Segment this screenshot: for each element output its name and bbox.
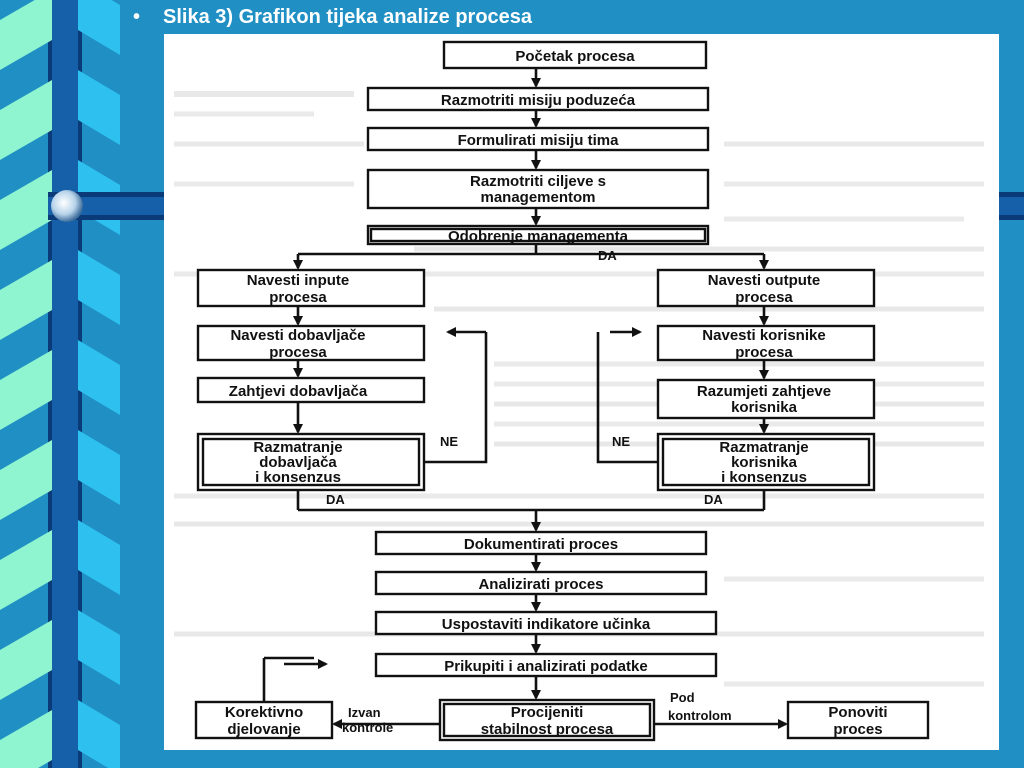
- box-pocetak-procesa: Početak procesa: [442, 40, 708, 70]
- box-zahtjevi-dobavljaca: Zahtjevi dobavljača: [196, 376, 426, 404]
- left-ribbon-decoration: [0, 0, 120, 768]
- svg-text:procesa: procesa: [735, 289, 793, 306]
- svg-text:korisnika: korisnika: [731, 454, 798, 471]
- svg-text:Ponoviti: Ponoviti: [828, 704, 887, 721]
- box-korektivno-djelovanje: Korektivno djelovanje: [194, 700, 334, 740]
- svg-text:Zahtjevi dobavljača: Zahtjevi dobavljača: [229, 383, 368, 400]
- svg-text:Prikupiti i analizirati podatk: Prikupiti i analizirati podatke: [444, 658, 647, 675]
- svg-text:Razmotriti ciljeve s: Razmotriti ciljeve s: [470, 173, 606, 190]
- box-ponoviti-proces: Ponoviti proces: [786, 700, 930, 740]
- svg-text:Razmatranje: Razmatranje: [253, 439, 342, 456]
- slide-title: • Slika 3) Grafikon tijeka analize proces…: [133, 6, 532, 29]
- svg-text:dobavljača: dobavljača: [259, 454, 337, 471]
- box-odobrenje-managementa: Odobrenje managementa: [366, 224, 710, 246]
- box-navesti-dobavljace: Navesti dobavljače procesa: [196, 324, 426, 362]
- box-misija-poduzeca: Razmotriti misiju poduzeća: [366, 86, 710, 112]
- svg-text:Navesti dobavljače: Navesti dobavljače: [230, 327, 365, 344]
- svg-text:managementom: managementom: [480, 189, 595, 206]
- svg-text:korisnika: korisnika: [731, 399, 798, 416]
- label-izvan-kontrole-1: Izvan: [348, 705, 381, 720]
- box-stabilnost-procesa: Procijeniti stabilnost procesa: [438, 698, 656, 742]
- box-navesti-korisnike: Navesti korisnike procesa: [656, 324, 876, 362]
- box-misija-tima: Formulirati misiju tima: [366, 126, 710, 152]
- box-zahtjeve-korisnika: Razumjeti zahtjeve korisnika: [656, 378, 876, 420]
- slide-title-text: Slika 3) Grafikon tijeka analize procesa: [163, 6, 533, 28]
- box-ciljevi-managementom: Razmotriti ciljeve s managementom: [366, 168, 710, 210]
- svg-text:i konsenzus: i konsenzus: [721, 469, 807, 486]
- svg-text:procesa: procesa: [735, 344, 793, 361]
- box-razmatranje-korisnika: Razmatranje korisnika i konsenzus: [656, 432, 876, 492]
- box-prikupiti-podatke: Prikupiti i analizirati podatke: [374, 652, 718, 678]
- svg-text:Razmatranje: Razmatranje: [719, 439, 808, 456]
- box-dokumentirati-proces: Dokumentirati proces: [374, 530, 708, 556]
- svg-text:Analizirati proces: Analizirati proces: [478, 576, 603, 593]
- label-izvan-kontrole-2: kontrole: [342, 720, 393, 735]
- label-ne-left: NE: [440, 434, 458, 449]
- svg-text:Razmotriti misiju poduzeća: Razmotriti misiju poduzeća: [441, 92, 636, 109]
- svg-text:Razumjeti zahtjeve: Razumjeti zahtjeve: [697, 383, 831, 400]
- svg-text:i konsenzus: i konsenzus: [255, 469, 341, 486]
- svg-text:Navesti inpute: Navesti inpute: [247, 272, 350, 289]
- svg-text:Navesti outpute: Navesti outpute: [708, 272, 821, 289]
- svg-text:djelovanje: djelovanje: [227, 721, 300, 738]
- label-pod-kontrolom-2: kontrolom: [668, 708, 732, 723]
- label-da-right: DA: [704, 492, 723, 507]
- label-pod-kontrolom-1: Pod: [670, 690, 695, 705]
- label-da-top: DA: [598, 248, 617, 263]
- bullet-icon: •: [133, 6, 141, 28]
- svg-text:Početak procesa: Početak procesa: [515, 48, 635, 65]
- flowchart-panel: Početak procesa Razmotriti misiju poduze…: [164, 34, 999, 750]
- flow-connectors: [262, 68, 788, 729]
- svg-text:Formulirati misiju tima: Formulirati misiju tima: [458, 132, 620, 149]
- flowchart-svg: Početak procesa Razmotriti misiju poduze…: [164, 34, 999, 750]
- svg-text:proces: proces: [833, 721, 882, 738]
- box-navesti-outpute: Navesti outpute procesa: [656, 268, 876, 308]
- label-da-left: DA: [326, 492, 345, 507]
- svg-text:procesa: procesa: [269, 344, 327, 361]
- svg-text:stabilnost procesa: stabilnost procesa: [481, 721, 614, 738]
- box-navesti-inpute: Navesti inpute procesa: [196, 268, 426, 308]
- svg-text:Korektivno: Korektivno: [225, 704, 303, 721]
- label-ne-right: NE: [612, 434, 630, 449]
- svg-text:Uspostaviti indikatore učinka: Uspostaviti indikatore učinka: [442, 616, 651, 633]
- box-indikatori-ucinka: Uspostaviti indikatore učinka: [374, 610, 718, 636]
- svg-text:Odobrenje managementa: Odobrenje managementa: [448, 228, 629, 245]
- box-analizirati-proces: Analizirati proces: [374, 570, 708, 596]
- svg-text:Procijeniti: Procijeniti: [511, 704, 584, 721]
- glossy-ball-decoration: [51, 190, 83, 222]
- box-razmatranje-dobavljaca: Razmatranje dobavljača i konsenzus: [196, 432, 426, 492]
- svg-text:procesa: procesa: [269, 289, 327, 306]
- svg-text:Navesti korisnike: Navesti korisnike: [702, 327, 825, 344]
- svg-text:Dokumentirati proces: Dokumentirati proces: [464, 536, 618, 553]
